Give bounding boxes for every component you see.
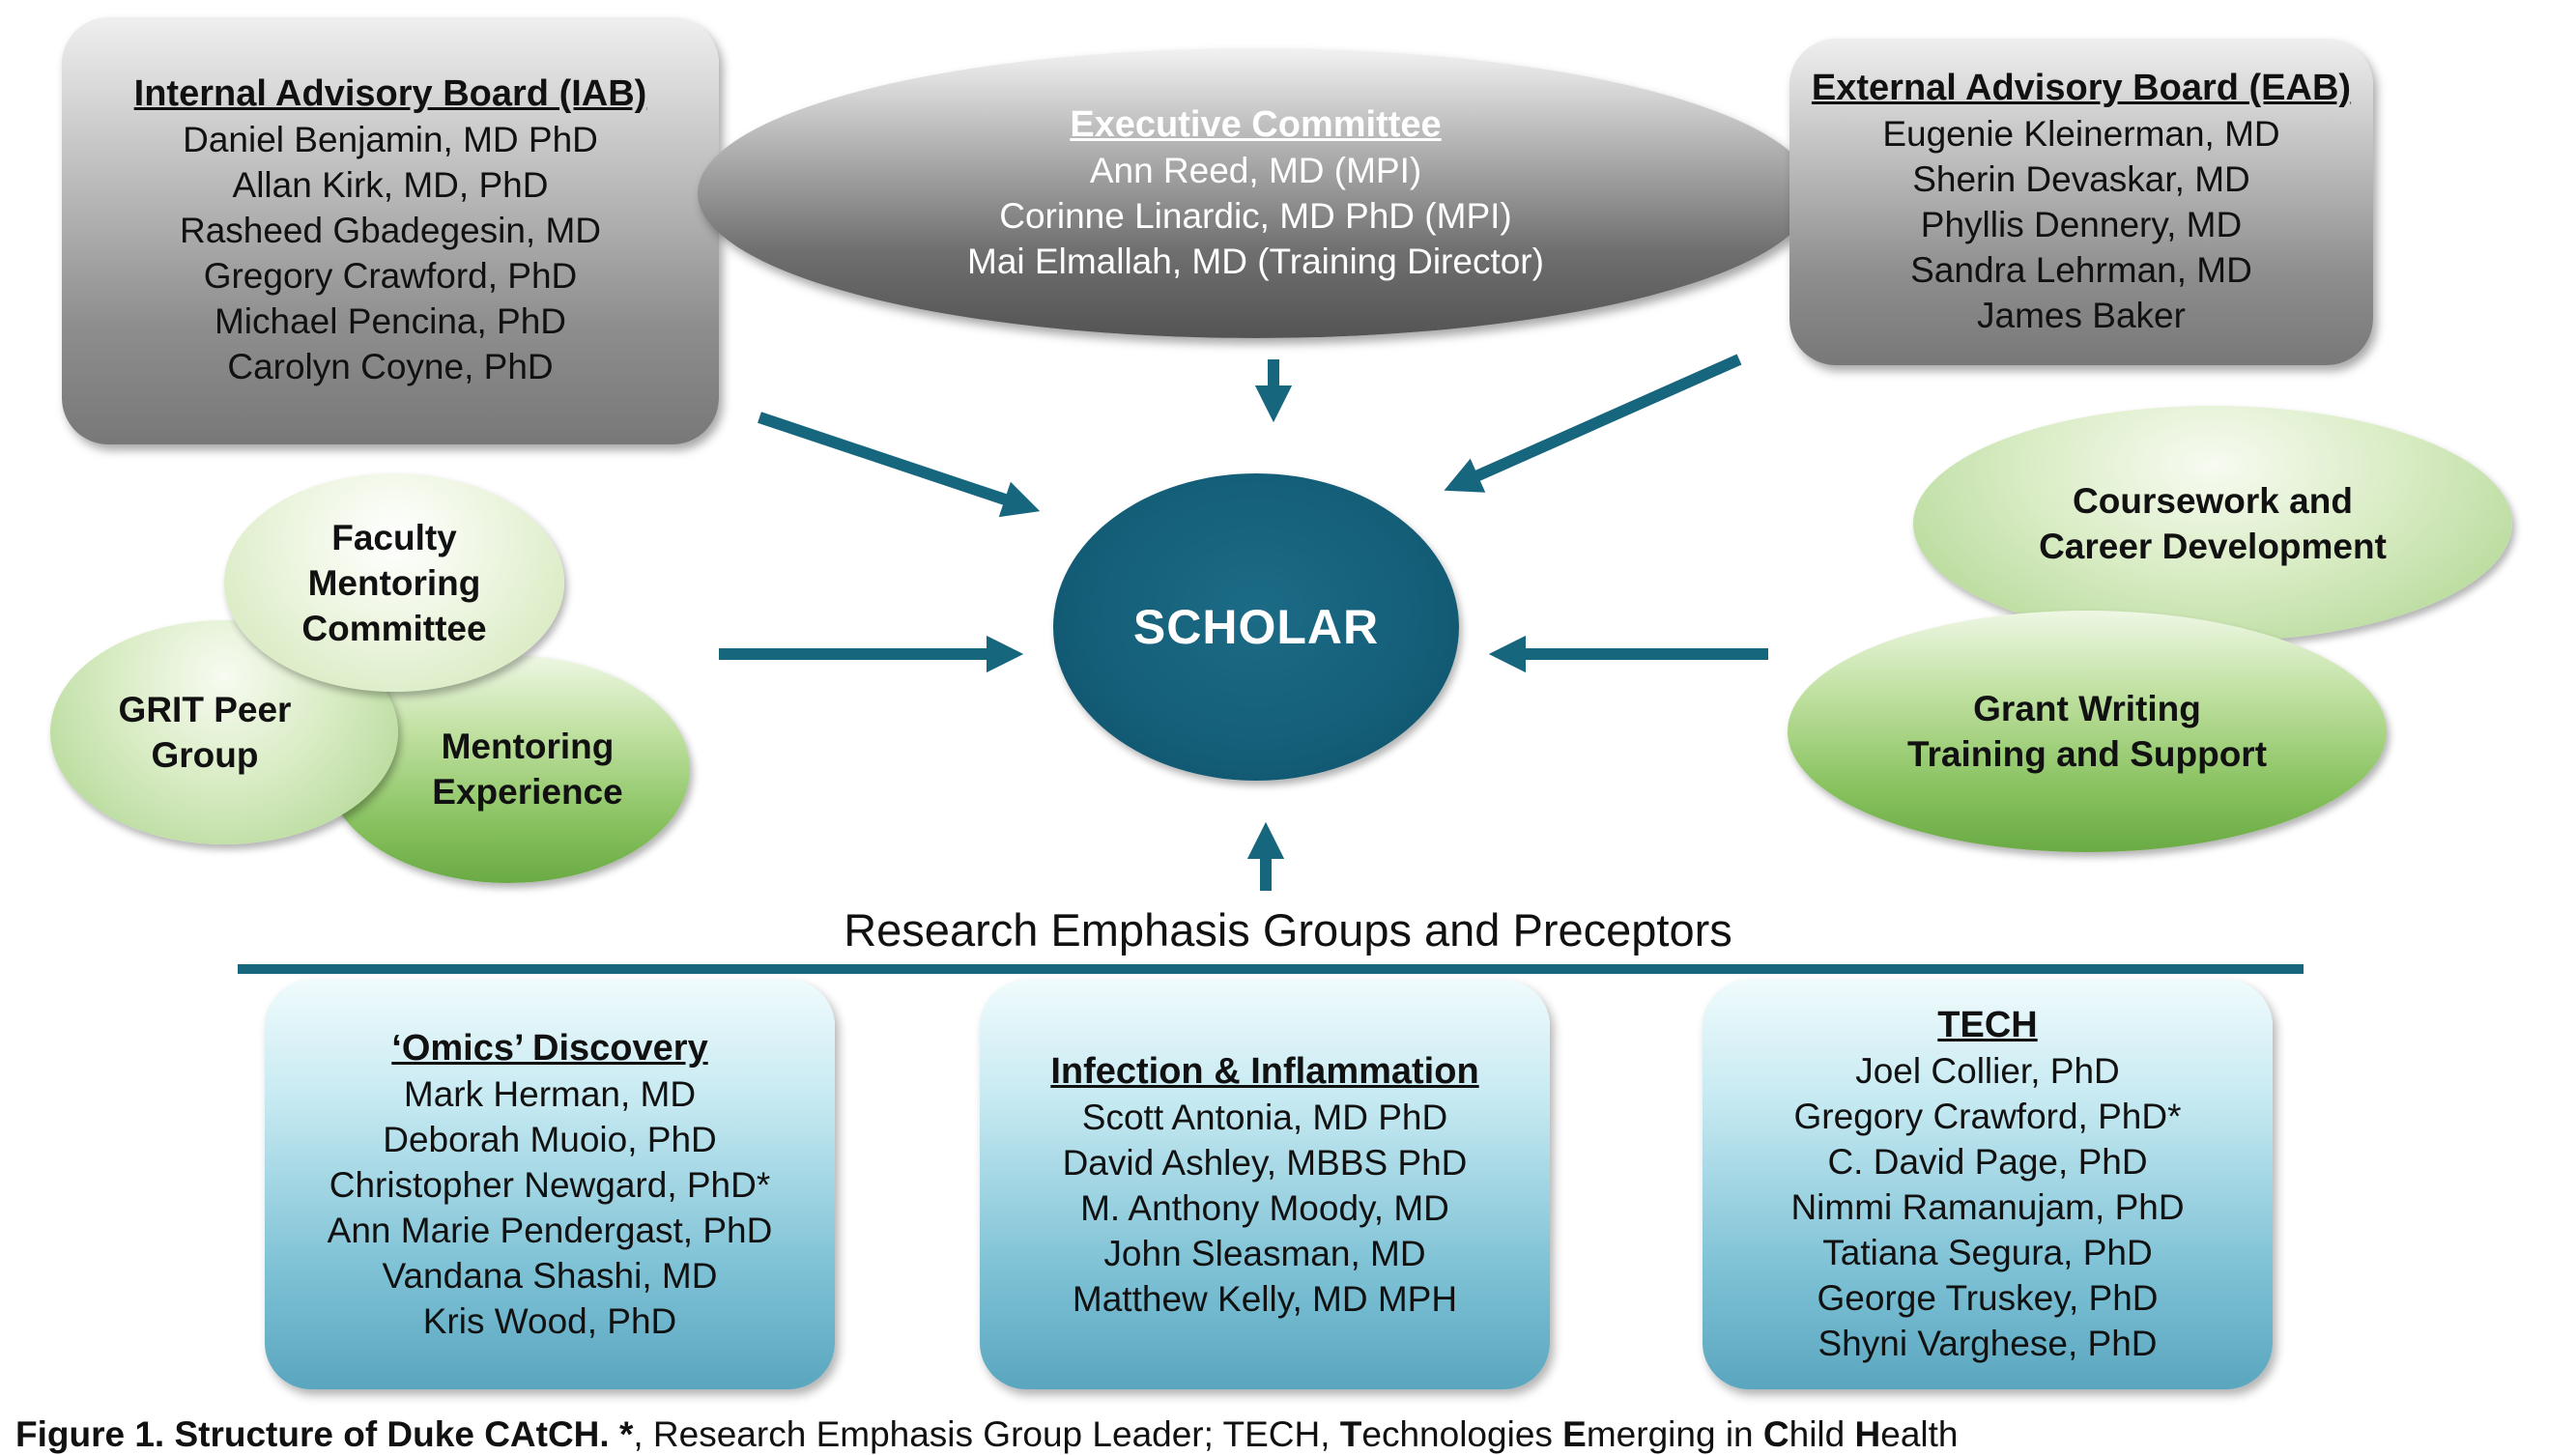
omics-member: Deborah Muoio, PhD [383, 1120, 717, 1159]
eab-member: Eugenie Kleinerman, MD [1882, 114, 2280, 154]
exec-member: Ann Reed, MD (MPI) [1089, 151, 1422, 190]
research-divider [238, 964, 2304, 974]
faculty-line: Faculty [331, 517, 457, 557]
tech-member: Tatiana Segura, PhD [1822, 1233, 2153, 1272]
omics-discovery-group: ‘Omics’ Discovery Mark Herman, MD Debora… [265, 980, 835, 1389]
grant-line: Training and Support [1906, 734, 2268, 774]
caption-h: H [1854, 1414, 1881, 1454]
infection-inflammation-group: Infection & Inflammation Scott Antonia, … [980, 980, 1550, 1389]
omics-member: Christopher Newgard, PhD* [329, 1165, 771, 1205]
caption-e-rest: merging in [1586, 1414, 1763, 1454]
caption-star: * [618, 1414, 634, 1454]
eab-member: Sandra Lehrman, MD [1910, 250, 2252, 290]
caption-bold: Figure 1. Structure of Duke CAtCH. [15, 1414, 610, 1454]
exec-title: Executive Committee [1070, 104, 1442, 145]
scholar-node: SCHOLAR [1053, 473, 1459, 781]
exec-member: Mai Elmallah, MD (Training Director) [967, 242, 1544, 281]
eab-member: Phyllis Dennery, MD [1920, 205, 2243, 244]
caption-c-rest: hild [1789, 1414, 1855, 1454]
tech-member: Shyni Varghese, PhD [1818, 1324, 2158, 1363]
faculty-mentoring-committee-node: Faculty Mentoring Committee [224, 473, 564, 692]
eab-member: Sherin Devaskar, MD [1912, 159, 2250, 199]
omics-member: Kris Wood, PhD [422, 1301, 677, 1341]
iab-member: Allan Kirk, MD, PhD [232, 165, 549, 205]
coursework-line: Career Development [2039, 527, 2387, 566]
infection-member: John Sleasman, MD [1103, 1234, 1426, 1273]
caption-c: C [1762, 1414, 1789, 1454]
grant-line: Grant Writing [1973, 689, 2201, 728]
tech-member: Joel Collier, PhD [1855, 1051, 2120, 1091]
caption-t-rest: echnologies [1361, 1414, 1563, 1454]
grit-line: Group [151, 735, 259, 775]
omics-member: Ann Marie Pendergast, PhD [327, 1211, 773, 1250]
infection-member: M. Anthony Moody, MD [1080, 1188, 1449, 1228]
mentoring-line: Mentoring [441, 727, 615, 766]
infection-member: Matthew Kelly, MD MPH [1072, 1279, 1458, 1319]
mentoring-line: Experience [432, 772, 623, 812]
external-advisory-board: External Advisory Board (EAB) Eugenie Kl… [1789, 39, 2373, 365]
tech-member: Nimmi Ramanujam, PhD [1790, 1187, 2185, 1227]
arrow-iab-to-scholar [758, 412, 1041, 518]
omics-title: ‘Omics’ Discovery [391, 1028, 708, 1069]
grit-line: GRIT Peer [118, 690, 292, 729]
omics-member: Vandana Shashi, MD [382, 1256, 718, 1296]
infection-member: Scott Antonia, MD PhD [1081, 1098, 1448, 1137]
exec-member: Corinne Linardic, MD PhD (MPI) [999, 196, 1512, 236]
caption-e: E [1562, 1414, 1587, 1454]
coursework-line: Coursework and [2073, 481, 2353, 521]
eab-member: James Baker [1977, 296, 2186, 335]
infection-title: Infection & Inflammation [1050, 1051, 1479, 1092]
tech-title: TECH [1937, 1005, 2038, 1045]
iab-member: Gregory Crawford, PhD [203, 256, 578, 296]
iab-member: Rasheed Gbadegesin, MD [179, 211, 602, 250]
omics-member: Mark Herman, MD [403, 1074, 697, 1114]
tech-member: George Truskey, PhD [1817, 1278, 2159, 1318]
arrow-eab-to-scholar [1444, 354, 1742, 493]
tech-member: Gregory Crawford, PhD* [1793, 1097, 2182, 1136]
tech-member: C. David Page, PhD [1827, 1142, 2148, 1182]
caption-h-rest: ealth [1880, 1414, 1959, 1454]
iab-member: Michael Pencina, PhD [214, 301, 567, 341]
caption-text: , Research Emphasis Group Leader; TECH, [633, 1414, 1340, 1454]
iab-title: Internal Advisory Board (IAB) [133, 73, 647, 114]
iab-member: Daniel Benjamin, MD PhD [183, 120, 598, 159]
infection-member: David Ashley, MBBS PhD [1062, 1143, 1468, 1183]
grit-peer-group-node: GRIT Peer Group [50, 620, 398, 844]
faculty-line: Committee [301, 608, 487, 648]
faculty-line: Mentoring [307, 562, 481, 603]
tech-group: TECH Joel Collier, PhD Gregory Crawford,… [1703, 980, 2273, 1389]
eab-title: External Advisory Board (EAB) [1811, 68, 2352, 108]
executive-committee: Executive Committee Ann Reed, MD (MPI) C… [698, 48, 1814, 338]
figure-caption: Figure 1. Structure of Duke CAtCH. *, Re… [15, 1414, 1958, 1455]
iab-member: Carolyn Coyne, PhD [227, 347, 554, 386]
coursework-career-node: Coursework and Career Development [1913, 406, 2512, 642]
internal-advisory-board: Internal Advisory Board (IAB) Daniel Ben… [62, 17, 719, 444]
caption-t: T [1339, 1414, 1362, 1454]
research-groups-title: Research Emphasis Groups and Preceptors [844, 904, 1732, 956]
grant-writing-node: Grant Writing Training and Support [1788, 611, 2387, 852]
